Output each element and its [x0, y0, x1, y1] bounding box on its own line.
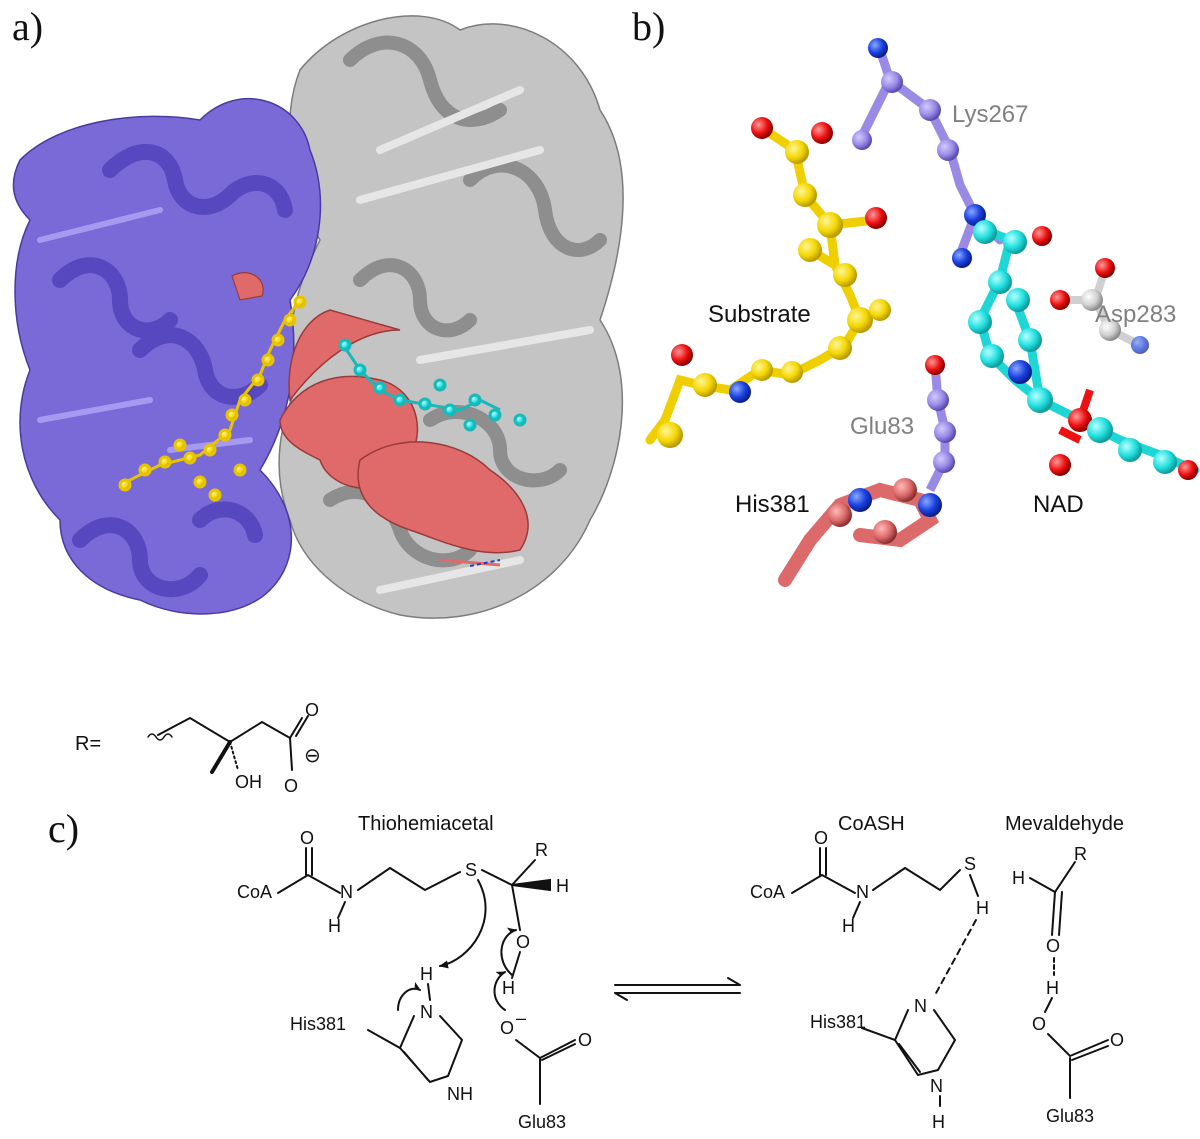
label-lys267: Lys267 [952, 101, 1029, 128]
panel-c-label: c) [48, 806, 79, 851]
right-h-s: H [976, 898, 989, 918]
purple-helices [52, 144, 293, 598]
right-n-his1: N [914, 996, 927, 1016]
label-substrate: Substrate [708, 301, 811, 328]
right-n: N [856, 882, 869, 902]
right-o-glu2: O [1110, 1030, 1124, 1050]
label-nad: NAD [1033, 491, 1084, 518]
left-s: S [465, 860, 477, 880]
right-o-ald: O [1046, 936, 1060, 956]
right-glu83: Glu83 [1046, 1106, 1094, 1126]
right-o-glu1: O [1032, 1014, 1046, 1034]
left-h-c: H [556, 876, 569, 896]
his381-residue [778, 478, 942, 587]
left-n-his1: N [420, 1002, 433, 1022]
substrate-ligand-a [118, 295, 307, 502]
left-his381: His381 [290, 1014, 346, 1034]
left-r: R [535, 840, 548, 860]
left-minus: – [516, 1008, 526, 1028]
right-h-ald: H [1012, 868, 1025, 888]
right-n-his2: N [930, 1076, 943, 1096]
right-h-amide: H [842, 916, 855, 936]
panel-b-label: b) [632, 4, 665, 49]
left-h-hydroxyl: H [502, 978, 515, 998]
nad-ligand-a [338, 338, 527, 432]
left-o-hydroxyl: O [516, 932, 530, 952]
salmon-region [231, 272, 529, 567]
left-coa: CoA [237, 882, 272, 902]
right-h-oh: H [1046, 978, 1059, 998]
r-equals: R= [75, 733, 101, 755]
lys267-residue [852, 38, 1005, 268]
label-his381: His381 [735, 491, 810, 518]
nad-residue [968, 220, 1200, 480]
right-s: S [964, 854, 976, 874]
r-minus: ⊖ [304, 745, 321, 767]
left-o-glu2: O [578, 1030, 592, 1050]
panel-a-label: a) [12, 4, 43, 49]
label-asp283: Asp283 [1095, 301, 1176, 328]
left-h-amide: H [328, 916, 341, 936]
glu83-residue [925, 355, 956, 493]
right-r: R [1074, 844, 1087, 864]
asp283-residue [1050, 258, 1149, 354]
right-h-his: H [932, 1112, 945, 1132]
equilibrium-arrows [614, 977, 741, 1001]
title-coash: CoASH [838, 813, 905, 835]
right-his381: His381 [810, 1012, 866, 1032]
title-thiohemiacetal: Thiohemiacetal [358, 813, 494, 835]
title-mevaldehyde: Mevaldehyde [1005, 813, 1124, 835]
r-o-carboxylate: O [284, 776, 298, 796]
left-n-his2: NH [447, 1084, 473, 1104]
right-o-carbonyl: O [814, 828, 828, 848]
r-o-carbonyl: O [305, 700, 319, 720]
left-o-carbonyl: O [300, 828, 314, 848]
left-h-his: H [420, 964, 433, 984]
left-o-glu1: O [500, 1018, 514, 1038]
substrate-residue [645, 117, 891, 448]
left-n: N [340, 882, 353, 902]
protein-ribbon [12, 15, 624, 619]
panel-a: a) [12, 4, 624, 619]
panel-b: b) [632, 4, 1200, 587]
label-glu83: Glu83 [850, 413, 914, 440]
right-coa: CoA [750, 882, 785, 902]
gray-helices [323, 35, 607, 568]
r-oh: OH [235, 772, 262, 792]
left-glu83: Glu83 [518, 1112, 566, 1132]
thiohemiacetal-structure: Thiohemiacetal CoA O N H S R H O H [237, 813, 592, 1132]
coash-mevaldehyde-structure: CoASH Mevaldehyde CoA O N H S H N His381… [750, 813, 1124, 1132]
r-group-definition: R= OH O O ⊖ [75, 700, 321, 796]
panel-c: c) R= OH O O ⊖ Thiohemiacetal CoA O N H [48, 700, 1124, 1132]
